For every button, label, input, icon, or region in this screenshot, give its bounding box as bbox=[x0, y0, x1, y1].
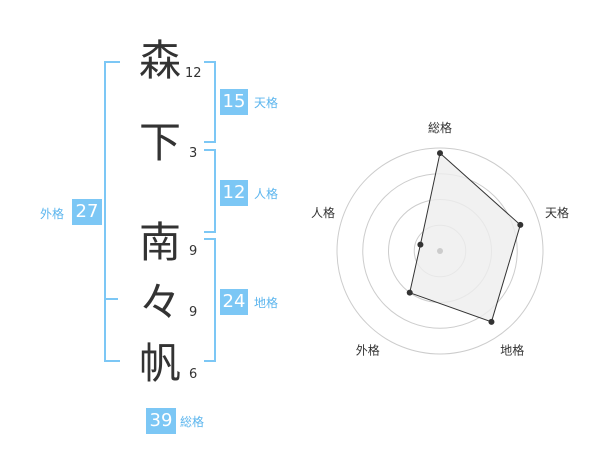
stroke-count-2: 3 bbox=[189, 146, 198, 161]
jinkaku-badge: 12 bbox=[220, 180, 248, 206]
stroke-count-3: 9 bbox=[189, 244, 198, 259]
radar-center-dot bbox=[437, 248, 443, 254]
radar-point-3 bbox=[488, 318, 495, 325]
chikaku-badge: 24 bbox=[220, 289, 248, 315]
gaikaku-bracket bbox=[104, 61, 120, 362]
tenkaku-badge: 15 bbox=[220, 89, 248, 115]
gaikaku-label: 外格 bbox=[40, 207, 65, 221]
name-char-5: 帆 bbox=[138, 339, 181, 388]
stroke-count-4: 9 bbox=[189, 305, 198, 320]
radar-axis-label-1: 総格 bbox=[428, 120, 452, 135]
soukaku-label: 総格 bbox=[180, 415, 205, 429]
radar-point-5 bbox=[417, 241, 424, 248]
radar-ring-4 bbox=[336, 147, 544, 355]
jinkaku-bracket bbox=[204, 149, 216, 233]
radar-point-2 bbox=[517, 221, 524, 228]
tenkaku-bracket bbox=[204, 61, 216, 143]
soukaku-badge: 39 bbox=[146, 408, 176, 434]
radar-point-4 bbox=[406, 289, 413, 296]
radar-point-1 bbox=[437, 150, 443, 157]
name-char-3: 南 bbox=[138, 218, 181, 267]
gaikaku-badge: 27 bbox=[72, 199, 102, 225]
radar-axis-label-5: 人格 bbox=[311, 205, 335, 220]
radar-area bbox=[409, 152, 521, 323]
stroke-count-5: 6 bbox=[189, 367, 198, 382]
gaikaku-bracket-split bbox=[104, 298, 118, 300]
chikaku-label: 地格 bbox=[254, 296, 279, 310]
name-char-2: 下 bbox=[138, 118, 181, 167]
name-char-1: 森 bbox=[138, 36, 181, 85]
radar-axis-label-3: 地格 bbox=[500, 343, 524, 358]
stroke-count-1: 12 bbox=[185, 66, 202, 81]
radar-axis-label-2: 天格 bbox=[545, 205, 569, 220]
radar-axis-label-4: 外格 bbox=[356, 343, 380, 358]
tenkaku-label: 天格 bbox=[254, 96, 279, 110]
jinkaku-label: 人格 bbox=[254, 187, 279, 201]
name-char-4: 々 bbox=[138, 278, 181, 327]
chikaku-bracket bbox=[204, 238, 216, 362]
